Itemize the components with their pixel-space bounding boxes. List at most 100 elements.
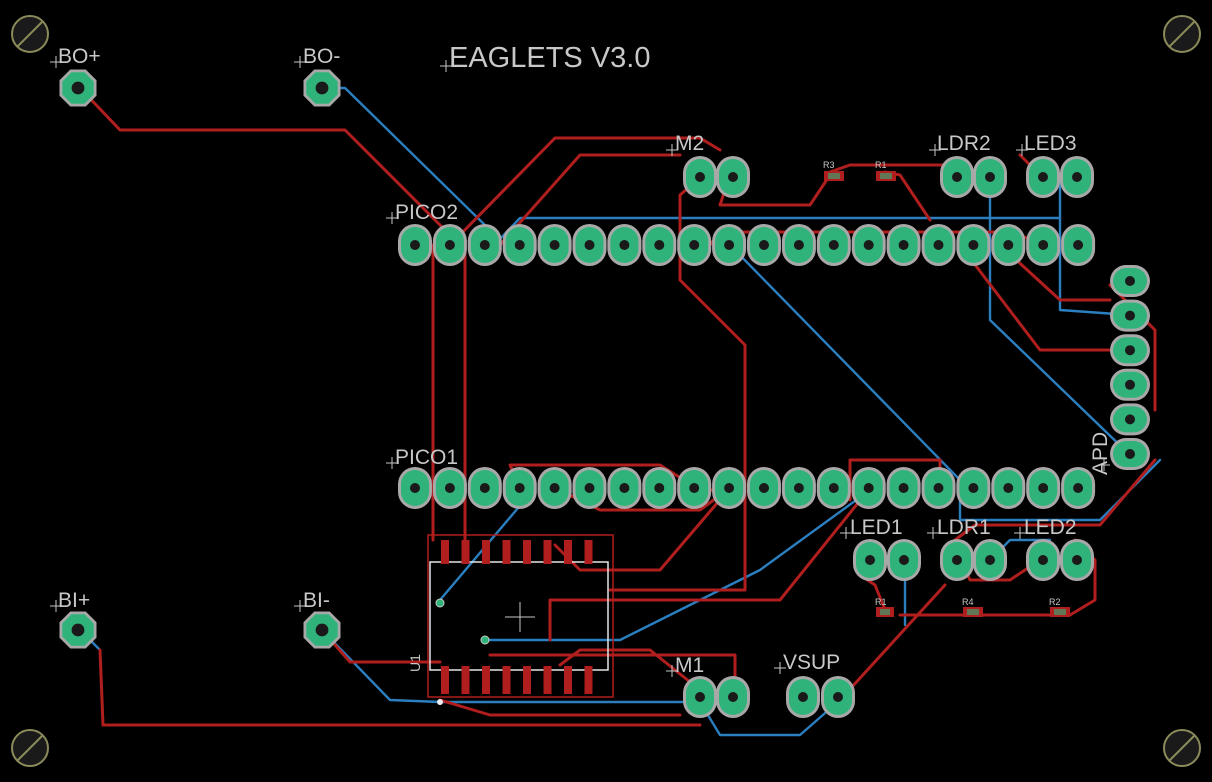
pico1-pin-pad: [781, 467, 816, 509]
pico2-pin-pad: [956, 224, 991, 266]
bi-plus-label: BI+: [58, 589, 90, 612]
silkscreen-labels: EAGLETS V3.0 BO+ BO- BI+ BI- PICO2 PICO1…: [58, 42, 1112, 677]
pico2-pin-pad: [467, 224, 502, 266]
origin-cross: [386, 212, 398, 224]
m2-pad: [716, 156, 750, 198]
pico1-pin-pad: [642, 467, 677, 509]
led1-pad: [887, 539, 921, 581]
u1-label: U1: [407, 654, 423, 672]
apd-pin-pad: [1110, 438, 1150, 470]
origin-cross: [840, 527, 852, 539]
origin-crosses: [50, 56, 1110, 677]
resistor-r1: R1: [875, 597, 894, 617]
led2-pad: [1060, 539, 1094, 581]
trace-top: [608, 176, 747, 592]
u1-smd-pad: [584, 540, 593, 564]
m1-pad: [716, 676, 750, 718]
resistor-r1-label: R1: [875, 597, 887, 607]
trace-top: [958, 243, 1132, 352]
trace-bottom: [698, 698, 842, 737]
pico2-pin-pad: [991, 224, 1026, 266]
u1-smd-pad: [584, 666, 593, 694]
trace-bottom: [483, 488, 872, 642]
mounting-hole-icon: [1163, 15, 1201, 53]
pico2-pin-pad: [747, 224, 781, 266]
ldr1-pad: [940, 539, 974, 581]
pico2-label: PICO2: [395, 201, 458, 224]
bo-plus-label: BO+: [58, 45, 101, 68]
pico1-pin-pad: [816, 467, 851, 509]
trace-top: [498, 153, 682, 247]
bi-minus-label: BI-: [303, 589, 330, 612]
u1-smd-pad: [502, 666, 511, 694]
bi-plus-pad: [59, 611, 97, 649]
resistor-r4-label: R4: [962, 597, 974, 607]
led3-label: LED3: [1024, 132, 1077, 155]
pico1-pin-pad: [991, 467, 1026, 509]
apd-pin-pad: [1110, 368, 1150, 401]
trace-bottom: [1058, 178, 1132, 317]
origin-cross: [1016, 144, 1028, 156]
pico1-pin-pad: [467, 467, 502, 509]
u1-pads: [441, 540, 593, 694]
apd-pin-pad: [1110, 334, 1150, 367]
pico1-pin-pad: [677, 467, 712, 509]
u1-outline: [427, 534, 614, 698]
resistors: R3 R1 R1 R4 R2: [823, 160, 1070, 617]
led3-pad: [1060, 156, 1094, 198]
pico1-label: PICO1: [395, 446, 458, 469]
mounting-hole-icon: [1163, 729, 1201, 767]
u1-via: [480, 635, 490, 645]
pico2-pin-pad: [712, 224, 747, 266]
trace-top: [838, 583, 947, 702]
pico1-pin-pad: [851, 467, 886, 509]
u1-smd-pad: [523, 540, 531, 564]
resistor-r1-top: R1: [875, 160, 896, 181]
pico2-pin-pad: [1026, 224, 1061, 266]
origin-cross: [440, 60, 452, 72]
pico2-pin-pad: [677, 224, 712, 266]
resistor-r3-top: R3: [823, 160, 844, 181]
u1-smd-pad: [543, 540, 552, 564]
u1-smd-pad: [461, 540, 470, 564]
pico1-pin-pad: [921, 467, 956, 509]
u1-smd-pad: [523, 666, 531, 694]
resistor-r1-top-label: R1: [875, 160, 887, 170]
u1-smd-pad: [502, 540, 511, 564]
pico1-pin-pad: [712, 467, 747, 509]
vsup-pad: [786, 676, 820, 718]
bo-minus-label: BO-: [303, 45, 340, 68]
pico2-pin-pad: [572, 224, 607, 266]
trace-top: [998, 243, 1112, 302]
u1-pin1-marker: [437, 699, 443, 705]
ldr2-pad: [973, 156, 1007, 198]
u1-smd-pad: [564, 540, 572, 564]
apd-label: APD: [1089, 432, 1112, 475]
pico1-pin-pad: [502, 467, 537, 509]
origin-cross: [386, 457, 398, 469]
mounting-hole-icon: [11, 15, 49, 53]
ldr1-label: LDR1: [937, 516, 991, 539]
resistor-r3-top-label: R3: [823, 160, 835, 170]
m2-pad: [683, 156, 717, 198]
ldr1-pad: [973, 539, 1007, 581]
led3-pad: [1026, 156, 1060, 198]
led1-label: LED1: [850, 516, 903, 539]
origin-cross: [1014, 527, 1026, 539]
origin-cross: [666, 665, 678, 677]
u1-chip[interactable]: U1: [407, 534, 614, 705]
pico2-pin-pad: [607, 224, 642, 266]
u1-smd-pad: [441, 666, 449, 694]
trace-top: [558, 648, 702, 692]
pico1-pin-pad: [747, 467, 781, 509]
pico2-pin-pad: [432, 224, 467, 266]
ldr2-label: LDR2: [937, 132, 991, 155]
pico1-pin-pad: [572, 467, 607, 509]
origin-cross: [929, 144, 941, 156]
origin-cross: [927, 527, 939, 539]
mounting-holes: [11, 15, 1201, 767]
pico2-pin-pad: [781, 224, 816, 266]
m1-label: M1: [675, 654, 704, 677]
